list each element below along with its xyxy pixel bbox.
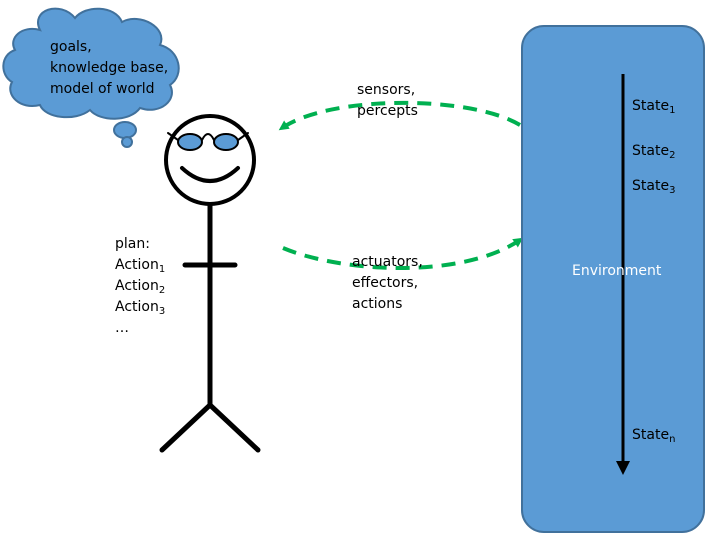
cloud-puff-small (121, 136, 133, 148)
glasses-bridge (201, 133, 215, 141)
thought-line-goals: goals, (50, 39, 92, 55)
smile (180, 166, 240, 183)
left-leg (159, 402, 213, 453)
state-label-n: Staten (632, 427, 676, 445)
left-eye (177, 133, 203, 151)
plan-text: plan: Action1 Action2 Action3 … (115, 234, 165, 339)
plan-action-1: Action1 (115, 257, 166, 275)
state-label-2: State2 (632, 143, 676, 161)
thought-text: goals, knowledge base, model of world (50, 37, 168, 100)
glasses-left-arm (167, 132, 179, 141)
right-leg (207, 402, 261, 453)
right-eye (213, 133, 239, 151)
plan-title: plan: (115, 236, 150, 252)
sensors-line-1: sensors, (357, 82, 416, 98)
thought-line-model: model of world (50, 81, 155, 97)
cloud-shape (2, 7, 180, 120)
thought-line-knowledge: knowledge base, (50, 60, 169, 76)
actuators-text: actuators, effectors, actions (352, 252, 423, 315)
stick-figure (159, 114, 261, 453)
actuators-line-2: effectors, (352, 275, 419, 291)
sensor-arrow (278, 100, 522, 131)
head (164, 114, 256, 206)
thought-cloud (2, 7, 180, 148)
plan-ellipsis: … (115, 320, 129, 336)
environment-label: Environment (572, 263, 662, 279)
sensors-text: sensors, percepts (357, 80, 418, 122)
actuator-arrow (282, 237, 524, 270)
cloud-puff-large (113, 121, 137, 139)
plan-action-3: Action3 (115, 299, 166, 317)
glasses-right-arm (237, 132, 249, 141)
plan-action-2: Action2 (115, 278, 166, 296)
actuators-line-1: actuators, (352, 254, 423, 270)
environment-box (521, 25, 705, 533)
sensors-line-2: percepts (357, 103, 418, 119)
actuators-line-3: actions (352, 296, 403, 312)
state-label-3: State3 (632, 178, 676, 196)
state-label-1: State1 (632, 98, 676, 116)
